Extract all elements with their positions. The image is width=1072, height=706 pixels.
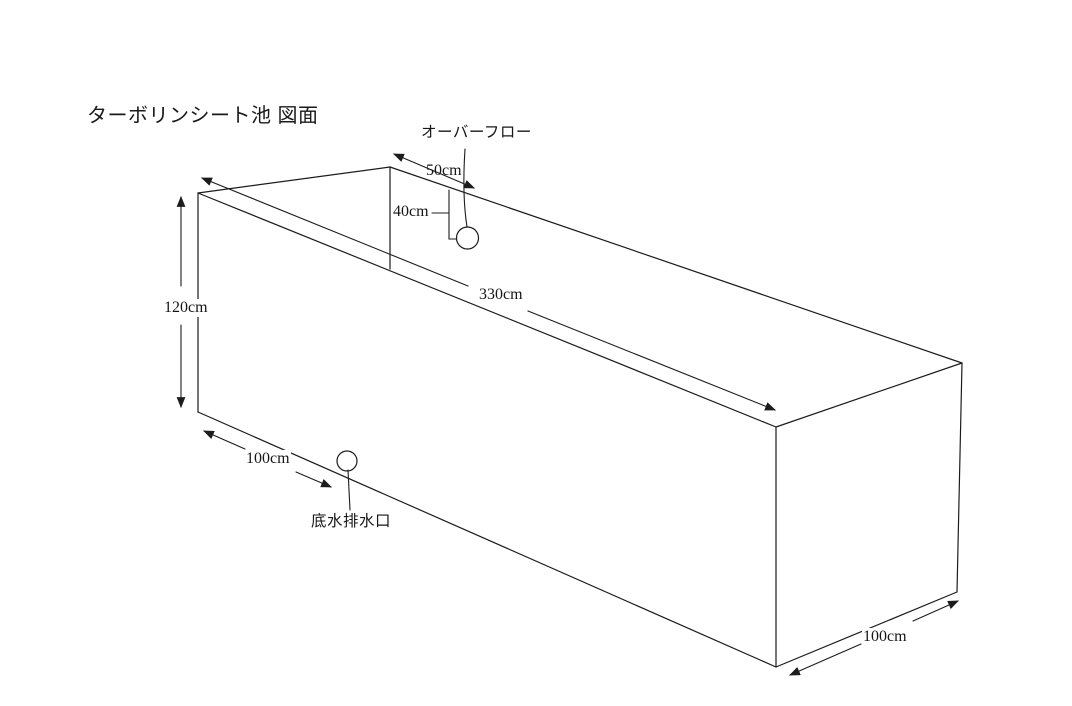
pond-box [197, 166, 963, 668]
dimension-lines [176, 153, 960, 676]
dim-330cm-label: 330cm [478, 286, 524, 304]
overflow-label: オーバーフロー [421, 124, 532, 141]
dim-100cm-side-label: 100cm [862, 628, 908, 646]
edge-back-right [956, 362, 963, 593]
dim-line-50cm [392, 153, 476, 189]
dim-line-100cm-side-a [788, 643, 862, 676]
dim-100cm-front-label: 100cm [245, 450, 291, 468]
edge-front-top [197, 192, 777, 428]
leader-lines [347, 148, 468, 511]
drain-label: 底水排水口 [311, 513, 392, 530]
edge-back-top [389, 166, 963, 364]
dim-40cm-label: 40cm [393, 203, 429, 220]
diagram-title: ターボリンシート池 図面 [87, 105, 319, 127]
drain-leader-line [347, 469, 351, 511]
edge-side-top [775, 362, 963, 428]
dim-line-330cm-a [200, 177, 469, 287]
overflow-port-circle [455, 226, 480, 250]
overflow-leader-line [463, 148, 468, 228]
dim-120cm-label: 120cm [163, 299, 209, 317]
drain-port-circle [336, 450, 358, 472]
dim-line-100cm-side-b [912, 600, 960, 622]
edge-front-bottom [197, 411, 777, 668]
dim-bracket-40cm [448, 189, 457, 240]
dim-line-100cm-front-b [295, 471, 333, 488]
dim-50cm-label: 50cm [426, 162, 462, 179]
dim-line-100cm-front-a [202, 430, 246, 450]
dim-line-330cm-b [527, 310, 777, 411]
edge-top-left [197, 166, 391, 194]
